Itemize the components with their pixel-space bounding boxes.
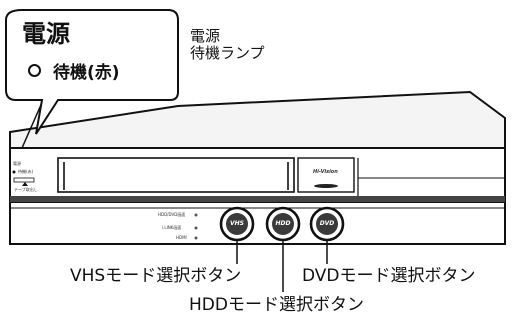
standby-lamp-label: 電源 待機ランプ bbox=[190, 27, 265, 63]
hdd-mode-button[interactable] bbox=[265, 206, 301, 242]
callout-bubble bbox=[5, 9, 179, 135]
standby-lamp-label-line2: 待機ランプ bbox=[190, 44, 265, 63]
indicator-hdmi: HDMI bbox=[176, 235, 187, 240]
callout-title: 電源 bbox=[22, 20, 70, 48]
dvd-button-label: DVD bbox=[319, 220, 335, 227]
hdd-mode-button-label: HDDモード選択ボタン bbox=[189, 295, 364, 315]
callout-status-label: 待機(赤) bbox=[53, 63, 120, 83]
hi-vision-badge: Hi-Vision bbox=[313, 169, 338, 175]
indicator-hdd-dvd: HDD/DVD画面 bbox=[158, 212, 186, 217]
vhs-button-label: VHS bbox=[230, 220, 244, 227]
eject-icon bbox=[22, 182, 28, 186]
recorder-lower-panel bbox=[9, 201, 506, 245]
standby-lamp-label-line1: 電源 bbox=[190, 27, 221, 45]
indicator-ilink: i.LINK画面 bbox=[162, 225, 182, 230]
lamp-ring-icon bbox=[28, 64, 41, 77]
panel-eject-label: テープ取出し bbox=[14, 187, 38, 192]
vhs-mode-button-label: VHSモード選択ボタン bbox=[70, 266, 242, 286]
hdd-button-label: HDD bbox=[275, 220, 291, 227]
vhs-tape-slot bbox=[57, 157, 295, 193]
panel-standby-label: 待機(赤) bbox=[18, 169, 34, 174]
standby-lamp bbox=[12, 170, 16, 174]
dvd-mode-button[interactable] bbox=[309, 206, 345, 242]
eject-button bbox=[13, 177, 35, 183]
panel-power-label: 電源 bbox=[13, 161, 21, 166]
dvd-mode-button-label: DVDモード選択ボタン bbox=[302, 266, 476, 286]
callout-status: 待機(赤) bbox=[28, 64, 120, 82]
